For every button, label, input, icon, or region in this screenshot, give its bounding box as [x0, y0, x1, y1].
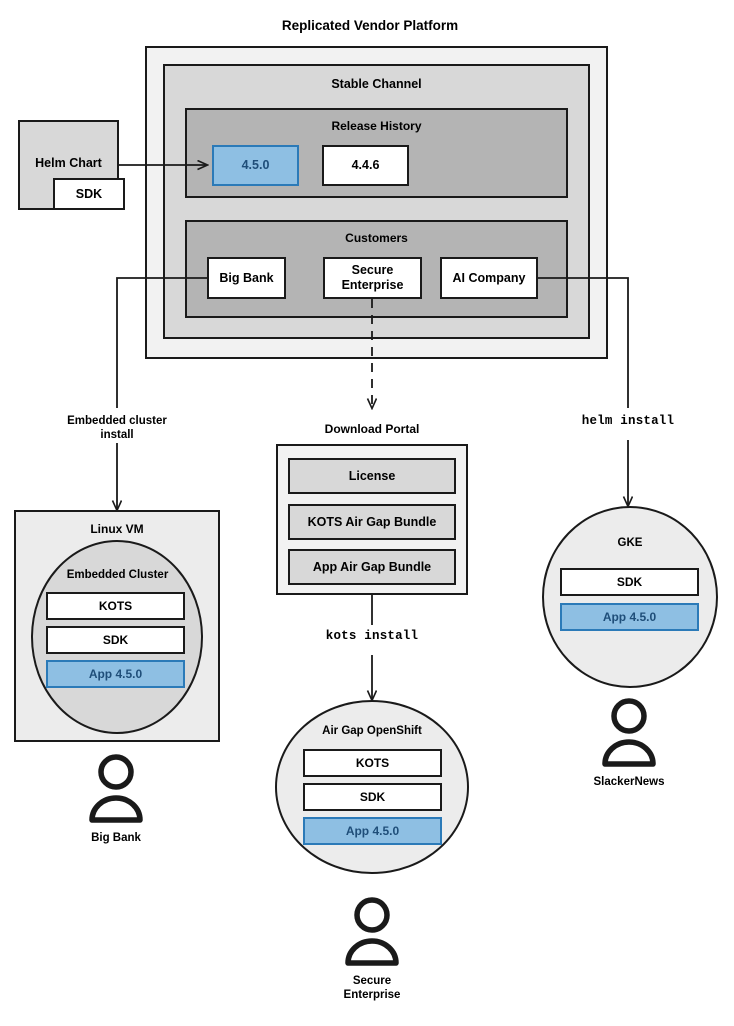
gke-component-app[interactable]: App 4.5.0	[560, 603, 699, 631]
linux-vm-component-sdk[interactable]: SDK	[46, 626, 185, 654]
connector-big-bank-to-linux-vm	[117, 277, 207, 510]
linux-vm-component-app[interactable]: App 4.5.0	[46, 660, 185, 688]
portal-artifact-app-air-gap-bundle[interactable]: App Air Gap Bundle	[288, 549, 456, 585]
portal-artifact-license[interactable]: License	[288, 458, 456, 494]
customer-secure-enterprise[interactable]: Secure Enterprise	[323, 257, 422, 299]
gke-component-sdk[interactable]: SDK	[560, 568, 699, 596]
linux-vm-component-kots[interactable]: KOTS	[46, 592, 185, 620]
openshift-component-app[interactable]: App 4.5.0	[303, 817, 442, 845]
release-chip-4-4-6[interactable]: 4.4.6	[322, 145, 409, 186]
release-chip-4-5-0[interactable]: 4.5.0	[212, 145, 299, 186]
openshift-component-kots[interactable]: KOTS	[303, 749, 442, 777]
user-icon-big-bank	[89, 754, 143, 823]
helm-chart-sdk-box[interactable]: SDK	[53, 178, 125, 210]
user-icon-secure-enterprise	[345, 897, 399, 966]
customer-ai-company[interactable]: AI Company	[440, 257, 538, 299]
portal-artifact-kots-air-gap-bundle[interactable]: KOTS Air Gap Bundle	[288, 504, 456, 540]
connector-ai-company-to-gke	[538, 277, 628, 506]
user-icon-slackernews	[602, 698, 656, 767]
customer-big-bank[interactable]: Big Bank	[207, 257, 286, 299]
gke-circle	[542, 506, 718, 688]
openshift-component-sdk[interactable]: SDK	[303, 783, 442, 811]
